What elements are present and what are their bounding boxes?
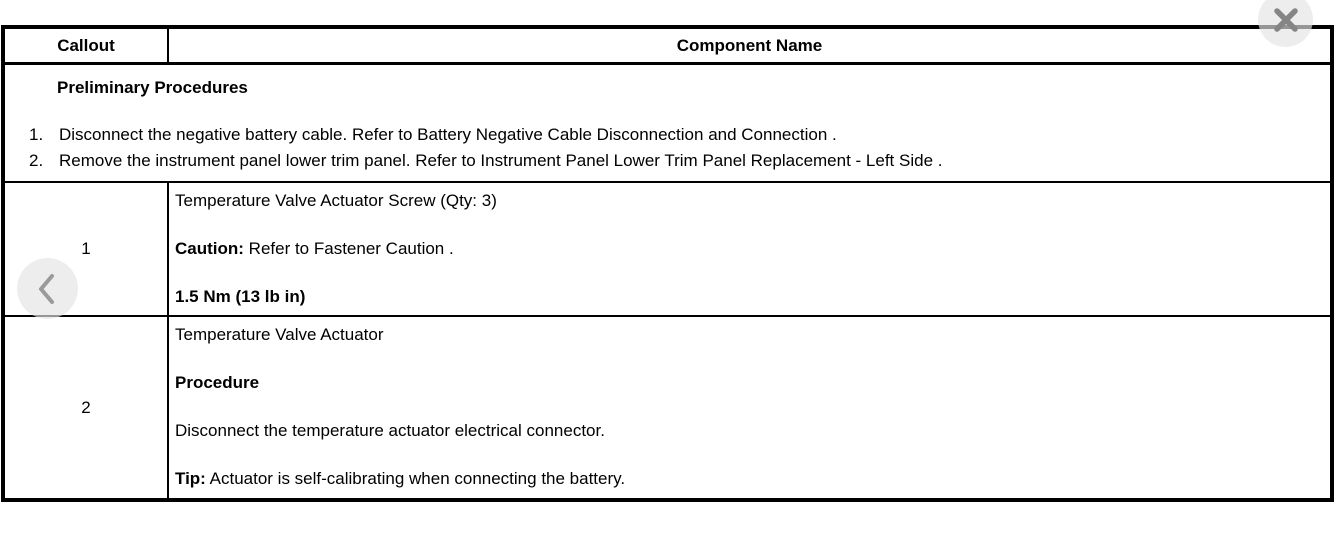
table-row-2: 2 Temperature Valve Actuator Procedure D… (5, 317, 1330, 498)
component-line: Temperature Valve Actuator Screw (Qty: 3… (175, 191, 497, 210)
component-cell-2: Temperature Valve Actuator Procedure Dis… (169, 317, 1330, 498)
preliminary-step-2: 2. Remove the instrument panel lower tri… (5, 148, 1320, 174)
component-line-tip: Tip: Actuator is self-calibrating when c… (175, 469, 626, 488)
procedure-heading: Procedure (175, 373, 260, 392)
header-component-name-cell: Component Name (676, 35, 823, 55)
caution-label: Caution: (175, 239, 244, 258)
step-text: Remove the instrument panel lower trim p… (59, 151, 943, 170)
step-number: 2. (29, 151, 44, 170)
step-number: 1. (29, 125, 44, 144)
torque-spec-line: 1.5 Nm (13 lb in) (175, 287, 306, 306)
preliminary-procedures-section: Preliminary Procedures 1. Disconnect the… (5, 65, 1330, 183)
component-line: Temperature Valve Actuator (175, 325, 384, 344)
component-line: Disconnect the temperature actuator elec… (175, 421, 605, 440)
preliminary-step-1: 1. Disconnect the negative battery cable… (5, 122, 1320, 148)
x-icon (1269, 3, 1303, 37)
component-line-caution: Caution: Refer to Fastener Caution . (175, 239, 454, 258)
tip-label: Tip: (175, 469, 206, 488)
close-button[interactable] (1258, 0, 1313, 47)
header-callout-cell: Callout (5, 29, 169, 62)
preliminary-procedures-title: Preliminary Procedures (57, 78, 248, 97)
chevron-left-icon (34, 269, 62, 309)
component-table: Callout Component Name Preliminary Proce… (1, 25, 1334, 502)
step-text: Disconnect the negative battery cable. R… (59, 125, 837, 144)
callout-number-1: 1 (5, 183, 169, 315)
component-cell-1: Temperature Valve Actuator Screw (Qty: 3… (169, 183, 1330, 315)
table-header-row: Callout Component Name (5, 29, 1330, 65)
table-row-1: 1 Temperature Valve Actuator Screw (Qty:… (5, 183, 1330, 317)
callout-number-2: 2 (5, 317, 169, 498)
back-button[interactable] (17, 258, 78, 319)
